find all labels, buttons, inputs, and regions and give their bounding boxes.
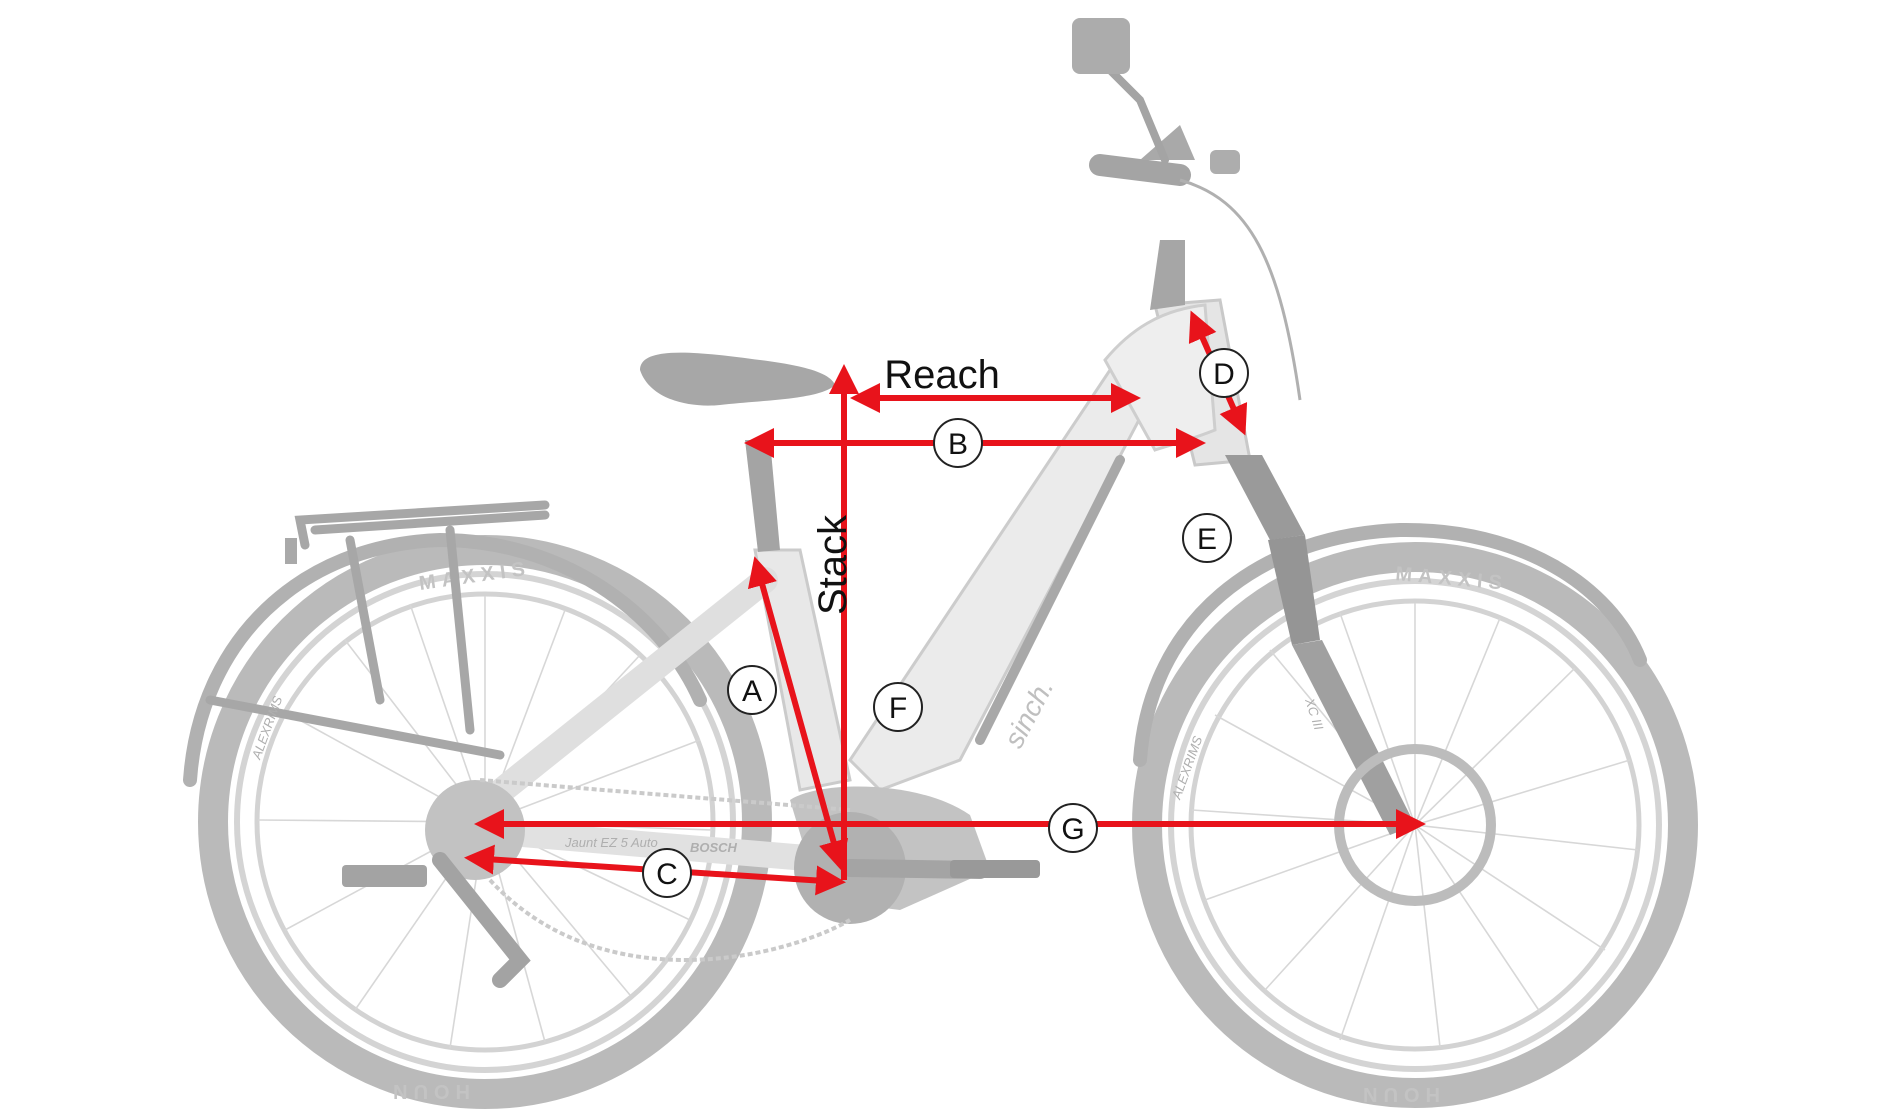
saddle <box>640 352 835 406</box>
cockpit <box>1072 18 1302 401</box>
label-e: E <box>1197 523 1217 556</box>
reach-label: Reach <box>884 353 1000 397</box>
bike-illustration: MAXXIS HOUN MAXXIS HOUN <box>183 18 1698 1109</box>
label-f: F <box>889 692 907 725</box>
label-b: B <box>948 428 968 461</box>
rear-tire-model: HOUN <box>387 1080 470 1102</box>
label-g: G <box>1061 813 1084 846</box>
rear-light-icon <box>285 538 297 564</box>
stack-label: Stack <box>811 514 855 615</box>
front-wheel: MAXXIS HOUN <box>1132 542 1698 1108</box>
model-decal: Jaunt EZ 5 Auto <box>564 835 658 850</box>
label-c-bubble: C <box>642 848 692 898</box>
label-g-bubble: G <box>1048 803 1098 853</box>
front-fork: XC III <box>1225 455 1415 835</box>
label-f-bubble: F <box>873 682 923 732</box>
label-c: C <box>656 858 678 891</box>
label-a-bubble: A <box>727 665 777 715</box>
rear-fender <box>183 532 707 787</box>
label-e-bubble: E <box>1182 513 1232 563</box>
front-tire-model: HOUN <box>1357 1083 1440 1105</box>
front-fender <box>1133 522 1647 767</box>
label-a: A <box>742 675 762 708</box>
rear-rack <box>205 500 550 760</box>
label-d: D <box>1213 358 1235 391</box>
motor-decal: BOSCH <box>690 840 738 855</box>
label-b-bubble: B <box>933 418 983 468</box>
measurement-labels: Reach Stack A B C D E F G <box>642 348 1249 898</box>
label-d-bubble: D <box>1199 348 1249 398</box>
